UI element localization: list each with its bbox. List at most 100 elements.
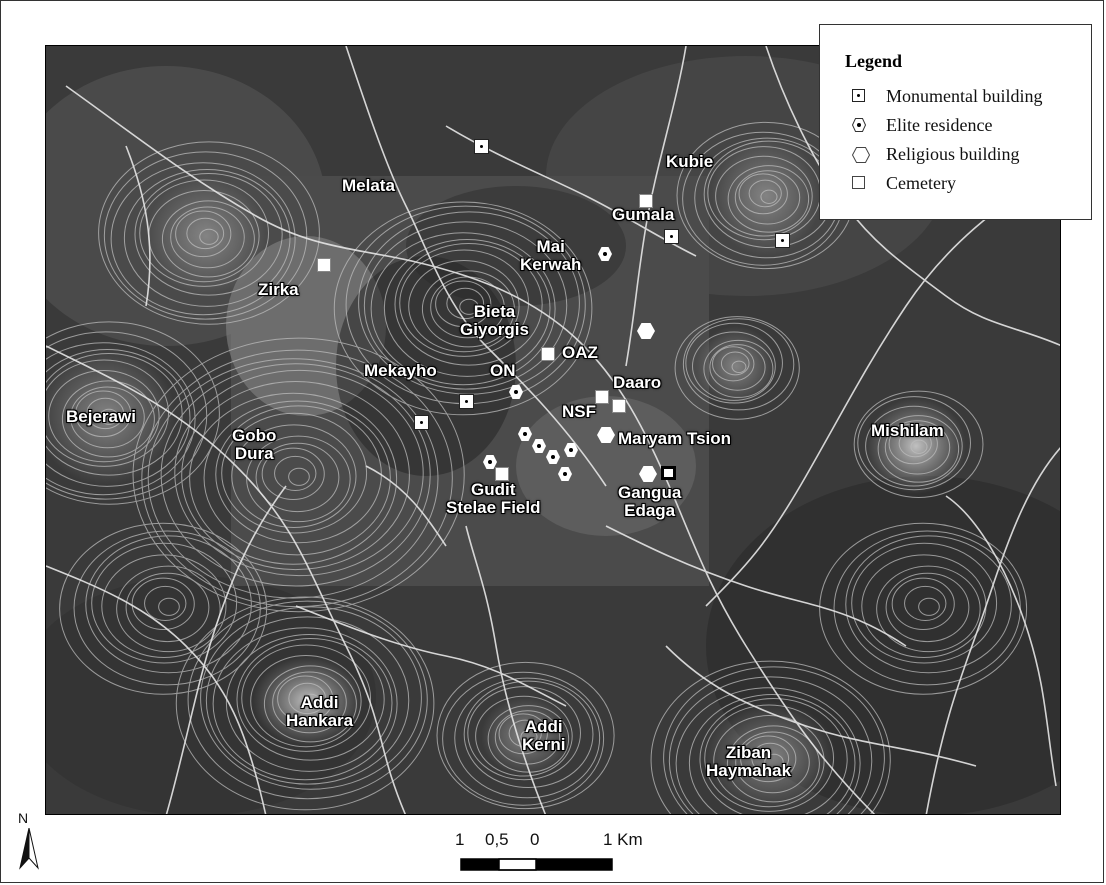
place-label-kubie: Kubie (666, 152, 714, 171)
contour-ring (61, 380, 155, 458)
contour-ring (255, 442, 340, 513)
contour-ring (520, 729, 538, 744)
legend-panel: Legend Monumental building Elite residen… (819, 24, 1092, 220)
contour-ring (475, 695, 573, 777)
contour-ring (726, 725, 820, 803)
contour-lines (46, 121, 1028, 814)
contour-ring (851, 542, 998, 664)
place-label-mishilam: Mishilam (871, 421, 944, 440)
contour-ring (46, 321, 220, 505)
contour-ring (764, 753, 784, 770)
contour-ring (250, 655, 362, 748)
contour-ring (99, 408, 119, 425)
monumental-building-marker (414, 415, 429, 430)
contour-ring (865, 405, 963, 487)
contour-ring (727, 165, 810, 233)
contour-ring (203, 400, 391, 556)
contour-ring (131, 577, 195, 630)
cemetery-marker (541, 347, 555, 361)
contour-ring (735, 731, 810, 794)
monumental-building-marker (459, 394, 474, 409)
legend-label: Cemetery (886, 173, 956, 193)
place-label-gudit-stelae-field: Gudit Stelae Field (446, 480, 541, 517)
contour-ring (720, 351, 750, 376)
contour-ring (845, 535, 1012, 674)
place-label-melata: Melata (342, 176, 395, 195)
contour-ring (853, 390, 984, 499)
scale-tick-label: 1 Km (603, 830, 643, 849)
legend-label: Elite residence (886, 115, 993, 135)
elite-residence-marker (509, 385, 523, 399)
contour-ring (272, 671, 347, 734)
contour-ring (241, 644, 372, 752)
contour-ring (454, 677, 601, 799)
contour-ring (876, 565, 981, 653)
contour-ring (170, 206, 245, 269)
contour-ring (904, 585, 947, 622)
contour-ring (301, 693, 321, 710)
elite-residence-marker (546, 450, 560, 464)
contour-ring (891, 577, 955, 630)
contour-ring (103, 151, 308, 320)
contour-ring (147, 358, 439, 599)
contour-ring (748, 179, 782, 208)
contour-ring (125, 572, 210, 643)
elite-residence-marker (598, 247, 612, 261)
contour-ring (288, 682, 327, 715)
contour-ring (740, 735, 797, 783)
scale-bar-graphic (460, 858, 613, 871)
place-label-daaro: Daaro (613, 373, 662, 392)
contour-ring (110, 162, 296, 316)
contour-ring (139, 179, 270, 287)
contour-ring (46, 349, 191, 487)
contour-ring (682, 318, 795, 411)
contour-ring (713, 715, 825, 808)
scale-tick-label: 1 (455, 830, 465, 849)
contour-ring (436, 661, 615, 810)
legend-label: Monumental building (886, 86, 1043, 106)
elite-residence-marker (532, 439, 546, 453)
contour-ring (674, 316, 800, 420)
place-label-ziban-haymahak: Ziban Haymahak (706, 743, 792, 780)
contour-ring (221, 412, 368, 534)
elite-residence-symbol (852, 118, 866, 132)
satellite-map: Melata Kubie Gumala Mai Kerwah Zirka Bie… (45, 45, 1061, 815)
contour-ring (199, 228, 219, 245)
map-imagery (46, 46, 1060, 814)
stream-network (46, 46, 1060, 814)
elite-residence-marker (518, 427, 532, 441)
scale-bar: 1 0,5 0 1 Km (455, 830, 710, 880)
contour-ring (508, 719, 542, 748)
elite-residence-marker (483, 455, 497, 469)
contour-ring (161, 200, 255, 278)
contour-ring (857, 396, 971, 491)
monumental-building-marker (474, 139, 489, 154)
contour-ring (160, 363, 431, 587)
addi-kerni-hill (481, 696, 571, 776)
contour-ring (884, 420, 951, 475)
mishilam-hill (866, 398, 966, 494)
contour-ring (181, 380, 410, 571)
contour-ring (446, 287, 485, 320)
contour-ring (123, 169, 291, 307)
contour-ring (132, 337, 465, 613)
monumental-building-marker (775, 233, 790, 248)
contour-ring (46, 331, 208, 500)
contour-ring (703, 339, 774, 398)
monumental-building-marker (661, 466, 676, 480)
contour-ring (91, 542, 238, 664)
contour-ring (408, 260, 520, 353)
contour-ring (394, 243, 543, 366)
north-arrow-icon (19, 828, 39, 870)
contour-ring (158, 597, 180, 616)
contour-ring (175, 596, 435, 811)
elite-residence-marker (564, 443, 578, 457)
place-label-nsf: NSF (562, 402, 596, 421)
place-label-oaz: OAZ (562, 343, 598, 362)
place-label-bejerawi: Bejerawi (66, 407, 136, 426)
contour-ring (48, 370, 160, 463)
contour-ring (715, 155, 813, 237)
contour-ring (688, 694, 856, 814)
contour-ring (98, 141, 320, 325)
